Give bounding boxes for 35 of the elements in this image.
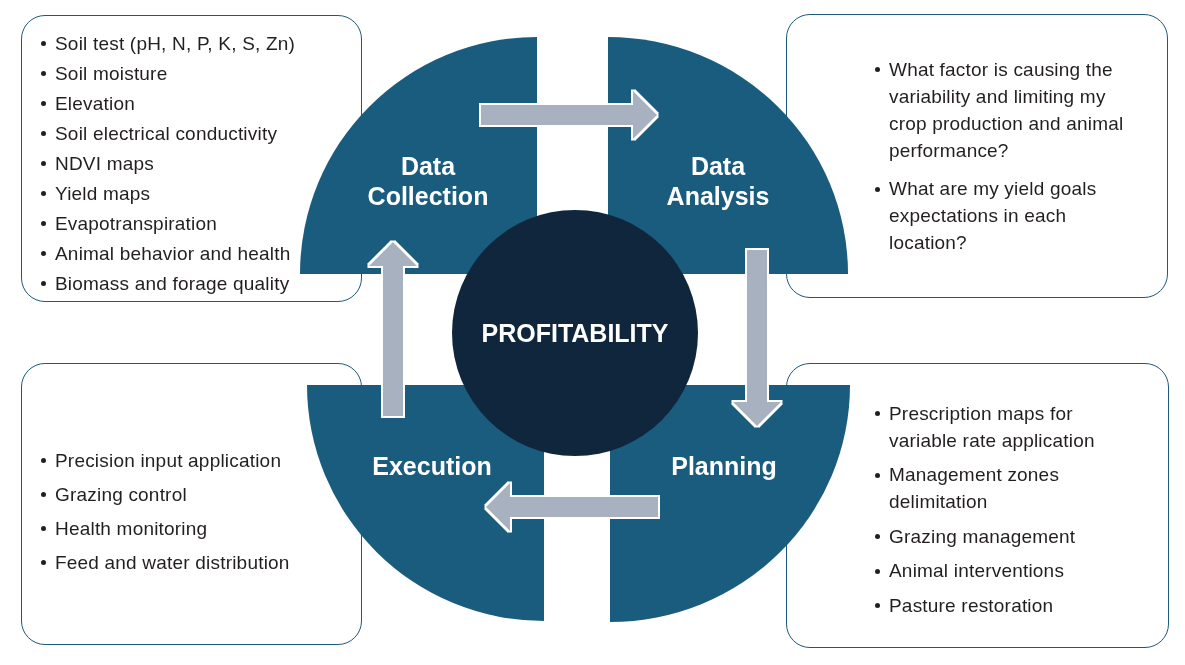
stage-label: Planning bbox=[671, 451, 777, 481]
info-card bbox=[21, 15, 362, 302]
bullet-text: Feed and water distribution bbox=[36, 548, 290, 576]
bullet-text: Evapotranspiration bbox=[36, 209, 218, 237]
info-card bbox=[786, 14, 1168, 298]
quarter-circle-segment bbox=[307, 385, 544, 621]
block-arrow bbox=[369, 242, 417, 416]
bullet-text: Soil moisture bbox=[36, 59, 168, 87]
bullet-text: Grazing management bbox=[870, 522, 1076, 550]
bullet-text: Management zones delimitation bbox=[870, 461, 1134, 515]
bullet-text: Animal interventions bbox=[870, 557, 1065, 584]
bullet-text: Precision input application bbox=[36, 446, 282, 474]
bullet-text: NDVI maps bbox=[36, 149, 154, 177]
bullet-text: Soil test (pH, N, P, K, S, Zn) bbox=[36, 29, 296, 57]
bullet-text: Yield maps bbox=[36, 179, 151, 207]
bullet-text: Biomass and forage quality bbox=[36, 269, 290, 297]
bullet-text: What are my yield goals expectations in each location? bbox=[870, 175, 1134, 256]
bullet-text: Grazing control bbox=[36, 480, 187, 508]
stage-label: Data Analysis bbox=[666, 151, 770, 211]
bullet-text: Health monitoring bbox=[36, 514, 208, 542]
bullet-text: Prescription maps for variable rate application bbox=[870, 399, 1134, 454]
center-label: PROFITABILITY bbox=[481, 318, 669, 348]
quarter-circle-segment bbox=[300, 37, 537, 274]
stage-label: Data Collection bbox=[367, 151, 489, 211]
bullet-text: Elevation bbox=[36, 89, 135, 117]
info-card bbox=[786, 363, 1169, 648]
bullet-text: What factor is causing the variability and limiting my crop production and animal performance? bbox=[870, 55, 1134, 164]
stage-label: Execution bbox=[372, 451, 492, 481]
bullet-text: Animal behavior and health bbox=[36, 239, 291, 267]
bullet-text: Soil electrical conductivity bbox=[36, 119, 278, 147]
info-card bbox=[21, 363, 362, 645]
block-arrow bbox=[481, 91, 657, 139]
block-arrow bbox=[733, 250, 781, 426]
block-arrow bbox=[486, 483, 658, 531]
bullet-text: Pasture restoration bbox=[870, 591, 1054, 619]
